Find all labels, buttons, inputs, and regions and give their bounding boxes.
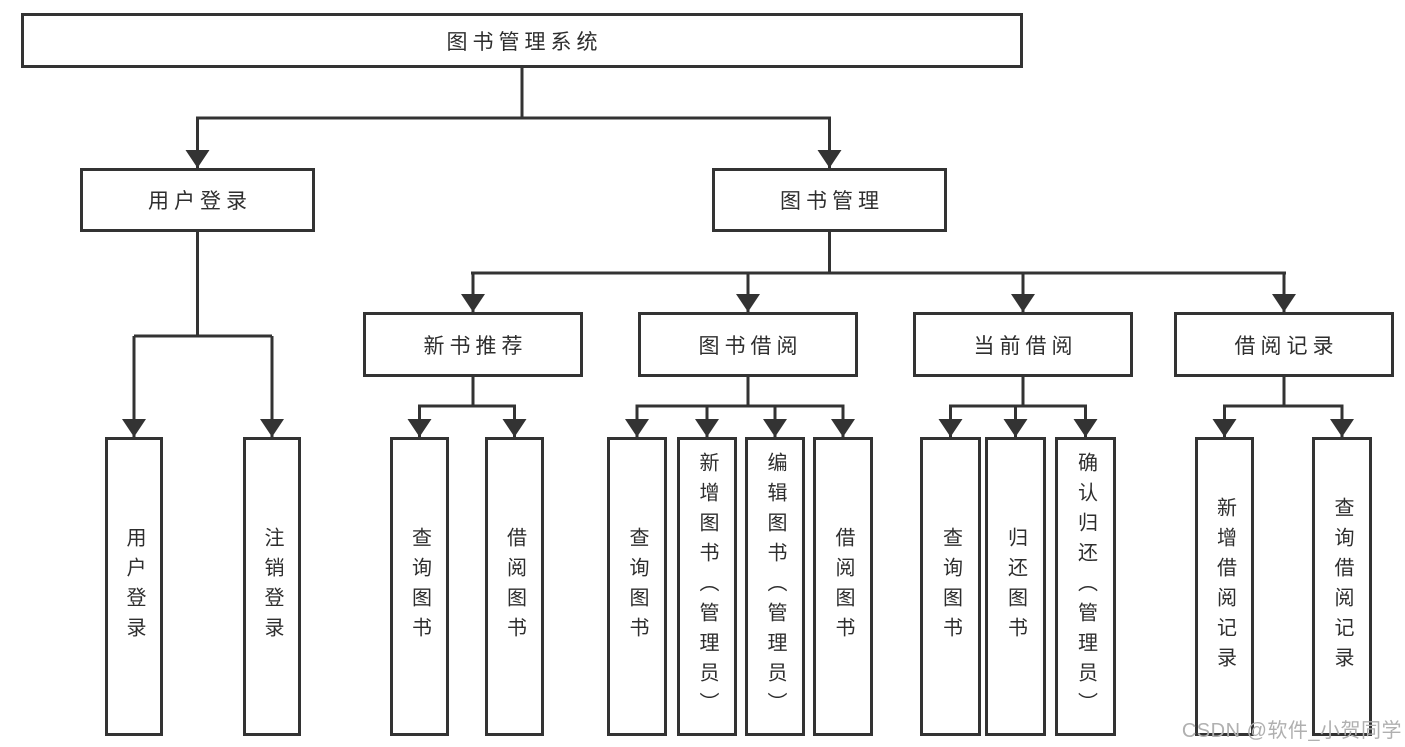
leaf-label: 编辑图书（管理员） xyxy=(764,451,786,722)
leaf-label: 查询图书 xyxy=(626,526,648,647)
leaf-label: 归还图书 xyxy=(1004,526,1027,647)
leaf-label: 查询图书 xyxy=(408,526,431,647)
connector-user-login-trunk xyxy=(134,232,272,338)
leaf-confirm-return-admin: 确认归还（管理员） xyxy=(1055,437,1116,736)
leaf-label: 确认归还（管理员） xyxy=(1074,451,1097,722)
connector-new-book-recommend-trunk xyxy=(418,377,516,408)
node-borrowing-records: 借阅记录 xyxy=(1174,312,1394,377)
leaf-user-login: 用户登录 xyxy=(105,437,163,736)
connector-book-management-trunk xyxy=(471,232,1286,275)
leaf-add-borrow-record: 新增借阅记录 xyxy=(1195,437,1254,736)
node-book-management: 图书管理 xyxy=(712,168,947,232)
leaf-query-books-borrowing: 查询图书 xyxy=(607,437,667,736)
leaf-query-borrow-record: 查询借阅记录 xyxy=(1312,437,1372,736)
connector-book-borrowing-trunk xyxy=(635,377,845,408)
node-label: 图书借阅 xyxy=(698,334,803,358)
connector-borrowing-records-trunk xyxy=(1223,377,1344,408)
leaf-logout-login: 注销登录 xyxy=(243,437,301,736)
leaf-query-books-current: 查询图书 xyxy=(920,437,981,736)
node-label: 新书推荐 xyxy=(423,334,528,358)
leaf-label: 注销登录 xyxy=(261,526,283,647)
connector-root-trunk xyxy=(196,68,831,120)
connector-current-borrowing-trunk xyxy=(949,377,1087,408)
leaf-edit-books-admin: 编辑图书（管理员） xyxy=(745,437,805,736)
leaf-borrow-books-borrowing: 借阅图书 xyxy=(813,437,873,736)
node-label: 图书管理 xyxy=(780,190,884,213)
node-label: 图书管理系统 xyxy=(446,30,603,54)
leaf-label: 新增图书（管理员） xyxy=(696,451,718,722)
leaf-label: 查询借阅记录 xyxy=(1331,496,1353,677)
node-new-book-recommend: 新书推荐 xyxy=(363,312,583,377)
leaf-label: 新增借阅记录 xyxy=(1213,496,1236,677)
node-book-borrowing: 图书借阅 xyxy=(638,312,858,377)
leaf-label: 用户登录 xyxy=(123,526,145,647)
node-label: 借阅记录 xyxy=(1234,334,1339,358)
node-label: 当前借阅 xyxy=(973,334,1078,358)
leaf-query-books-recommend: 查询图书 xyxy=(390,437,449,736)
node-user-login: 用户登录 xyxy=(80,168,315,232)
leaf-add-books-admin: 新增图书（管理员） xyxy=(677,437,737,736)
csdn-watermark: CSDN @软件_小贺同学 xyxy=(1181,720,1402,742)
leaf-return-books: 归还图书 xyxy=(985,437,1046,736)
node-current-borrowing: 当前借阅 xyxy=(913,312,1133,377)
node-library-management-system: 图书管理系统 xyxy=(21,13,1023,68)
leaf-label: 查询图书 xyxy=(939,526,962,647)
leaf-label: 借阅图书 xyxy=(832,526,854,647)
leaf-borrow-books-recommend: 借阅图书 xyxy=(485,437,544,736)
node-label: 用户登录 xyxy=(148,190,252,213)
leaf-label: 借阅图书 xyxy=(503,526,526,647)
